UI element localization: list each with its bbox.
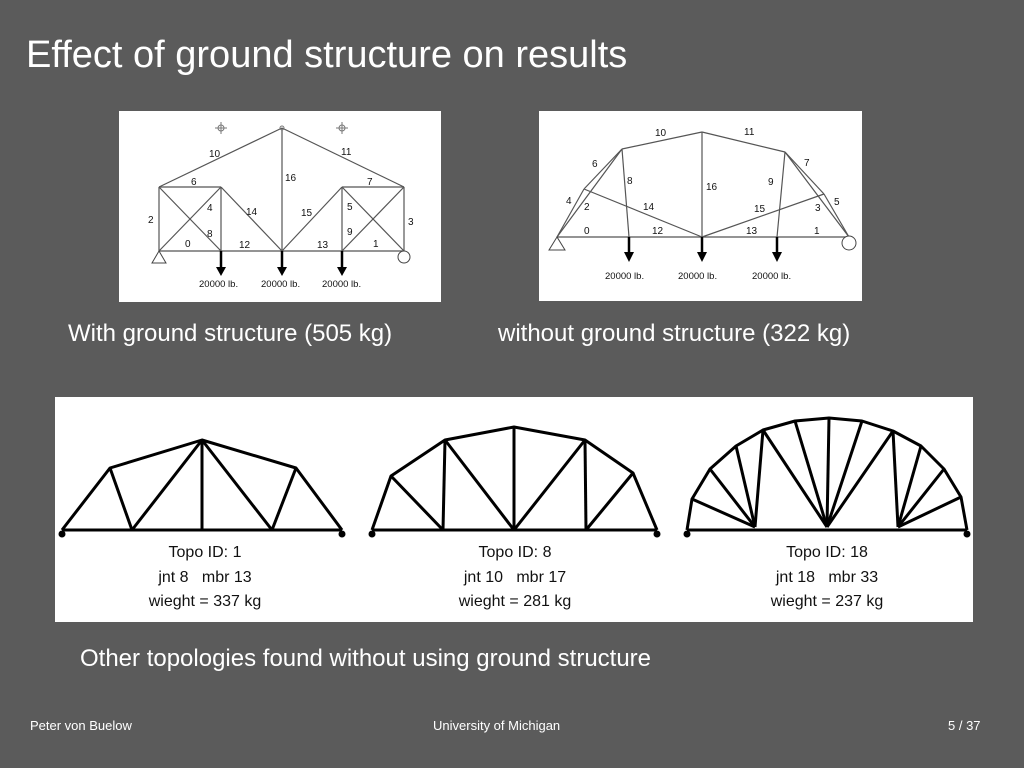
load-label: 20000 lb. [322, 279, 361, 290]
member-label: 0 [185, 239, 191, 250]
member-label: 9 [768, 177, 774, 188]
member-label: 5 [834, 197, 840, 208]
topology-1-id: Topo ID: 1 [169, 544, 242, 561]
other-topologies-drawing: Topo ID: 1 jnt 8 mbr 13 wieght = 337 kg … [58, 416, 971, 610]
member-label: 11 [341, 147, 352, 158]
topology-18-stats: jnt 18 mbr 33 [775, 569, 878, 586]
member-label: 16 [285, 173, 297, 184]
member-label: 9 [347, 227, 353, 238]
member-label: 15 [301, 208, 313, 219]
member-label: 14 [643, 202, 655, 213]
member-label: 7 [804, 158, 810, 169]
topology-8-id: Topo ID: 8 [479, 544, 552, 561]
topology-8-weight: wieght = 281 kg [458, 593, 572, 610]
member-label: 1 [814, 226, 820, 237]
member-label: 3 [408, 217, 414, 228]
load-label: 20000 lb. [678, 271, 717, 282]
topology-18-id: Topo ID: 18 [786, 544, 868, 561]
topology-18-truss [685, 416, 969, 532]
load-label: 20000 lb. [199, 279, 238, 290]
member-label: 7 [367, 177, 373, 188]
truss-with-ground-structure-figure: 0 1 2 3 4 5 6 7 8 9 10 11 12 13 14 15 16… [119, 111, 441, 302]
member-label: 6 [592, 159, 598, 170]
topology-1-truss [60, 438, 344, 532]
topology-1-weight: wieght = 337 kg [148, 593, 262, 610]
member-label: 4 [566, 196, 572, 207]
topology-1-stats: jnt 8 mbr 13 [157, 569, 251, 586]
truss-without-ground-structure-drawing: 0 1 2 3 4 5 6 7 8 9 10 11 12 13 14 15 16… [548, 127, 857, 282]
caption-other-topologies: Other topologies found without using gro… [80, 645, 652, 672]
member-label: 12 [652, 226, 664, 237]
member-label: 13 [746, 226, 758, 237]
member-label: 4 [207, 203, 213, 214]
member-label: 13 [317, 240, 329, 251]
topology-8-stats: jnt 10 mbr 17 [463, 569, 566, 586]
member-label: 6 [191, 177, 197, 188]
topology-18-weight: wieght = 237 kg [770, 593, 884, 610]
other-topologies-figure: Topo ID: 1 jnt 8 mbr 13 wieght = 337 kg … [55, 397, 973, 622]
caption-with-ground-structure: With ground structure (505 kg) [68, 320, 393, 347]
member-label: 10 [209, 149, 221, 160]
footer-page-number: 5 / 37 [948, 718, 981, 733]
member-label: 11 [744, 127, 755, 138]
member-label: 3 [815, 203, 821, 214]
truss-without-ground-structure-figure: 0 1 2 3 4 5 6 7 8 9 10 11 12 13 14 15 16… [539, 111, 862, 301]
truss-with-ground-structure-drawing: 0 1 2 3 4 5 6 7 8 9 10 11 12 13 14 15 16… [148, 122, 414, 290]
footer-institution: University of Michigan [433, 718, 561, 733]
load-label: 20000 lb. [261, 279, 300, 290]
member-label: 15 [754, 204, 766, 215]
caption-without-ground-structure: without ground structure (322 kg) [498, 320, 851, 347]
member-label: 8 [207, 229, 213, 240]
topology-8-truss [370, 425, 659, 532]
footer-author: Peter von Buelow [30, 718, 132, 733]
slide-title: Effect of ground structure on results [26, 34, 628, 76]
member-label: 1 [373, 239, 379, 250]
member-label: 5 [347, 202, 353, 213]
member-label: 16 [706, 182, 718, 193]
member-label: 2 [584, 202, 590, 213]
member-label: 8 [627, 176, 633, 187]
member-label: 0 [584, 226, 590, 237]
load-label: 20000 lb. [605, 271, 644, 282]
member-label: 14 [246, 207, 258, 218]
load-label: 20000 lb. [752, 271, 791, 282]
member-label: 12 [239, 240, 251, 251]
member-label: 2 [148, 215, 154, 226]
member-label: 10 [655, 128, 667, 139]
